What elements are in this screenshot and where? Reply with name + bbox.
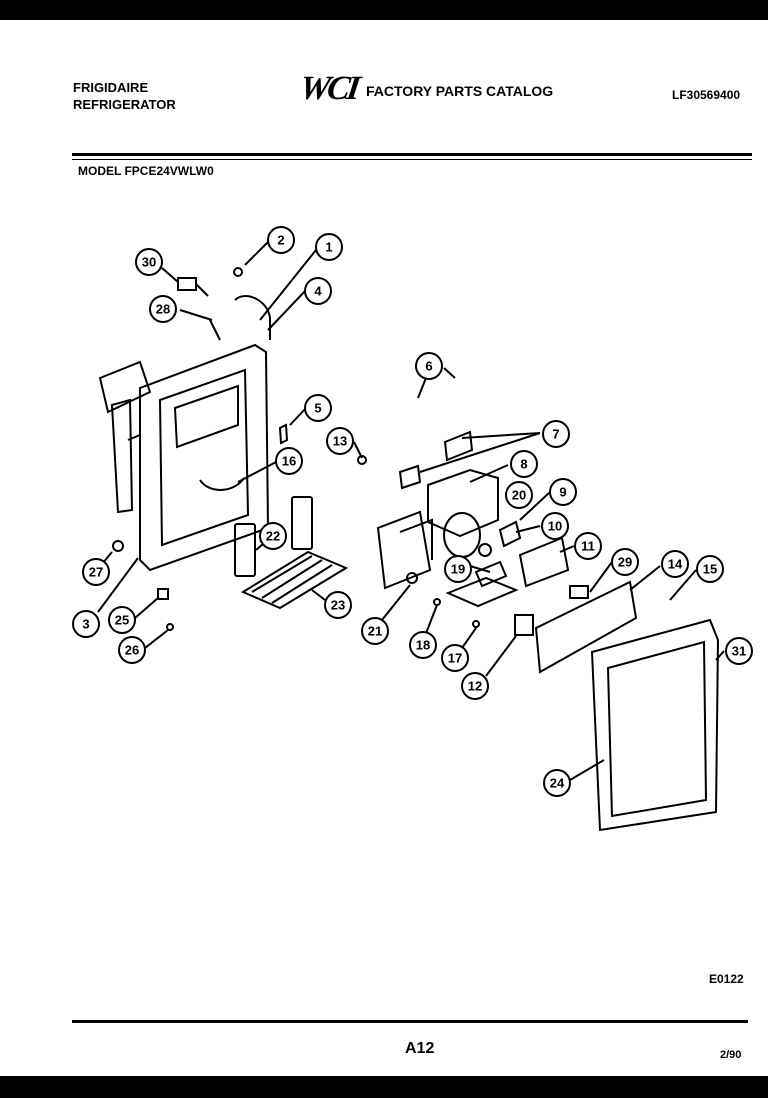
svg-text:20: 20	[512, 488, 526, 503]
callout-12: 12	[461, 672, 489, 700]
header-rule-thick	[72, 153, 752, 156]
svg-text:23: 23	[331, 598, 345, 613]
callout-27: 27	[82, 558, 110, 586]
callout-3: 3	[72, 610, 100, 638]
callout-6: 6	[415, 352, 443, 380]
svg-text:26: 26	[125, 643, 139, 658]
dispenser-housing	[98, 295, 271, 572]
header-rule-thin	[72, 159, 752, 160]
bottom-scan-band	[0, 1076, 768, 1098]
callout-7: 7	[542, 420, 570, 448]
callout-15: 15	[696, 555, 724, 583]
callout-16: 16	[275, 447, 303, 475]
callout-2: 2	[267, 226, 295, 254]
svg-text:10: 10	[548, 519, 562, 534]
callout-20: 20	[505, 481, 533, 509]
callout-8: 8	[510, 450, 538, 478]
callout-31: 31	[725, 637, 753, 665]
svg-text:25: 25	[115, 613, 129, 628]
drip-tray-assembly	[234, 496, 349, 610]
callout-26: 26	[118, 636, 146, 664]
leader-lines	[96, 239, 725, 781]
svg-text:22: 22	[266, 529, 280, 544]
svg-text:14: 14	[668, 557, 683, 572]
callout-22: 22	[259, 522, 287, 550]
svg-text:27: 27	[89, 565, 103, 580]
catalog-date: 2/90	[720, 1049, 742, 1061]
callout-28: 28	[149, 295, 177, 323]
brand-name: FRIGIDAIRE	[73, 80, 149, 95]
ice-door-motor-assembly	[376, 430, 570, 608]
svg-text:4: 4	[314, 284, 322, 299]
callout-1: 1	[315, 233, 343, 261]
page-number: A12	[405, 1040, 435, 1057]
svg-text:19: 19	[451, 562, 465, 577]
door-frame-assembly	[590, 618, 720, 832]
callout-13: 13	[326, 427, 354, 455]
callout-14: 14	[661, 550, 689, 578]
svg-text:2: 2	[277, 233, 284, 248]
svg-text:21: 21	[368, 624, 382, 639]
callout-18: 18	[409, 631, 437, 659]
callout-11: 11	[574, 532, 602, 560]
svg-text:30: 30	[142, 255, 156, 270]
callout-9: 9	[549, 478, 577, 506]
svg-text:31: 31	[732, 644, 746, 659]
svg-text:12: 12	[468, 679, 482, 694]
callout-10: 10	[541, 512, 569, 540]
svg-text:24: 24	[550, 776, 565, 791]
callout-29: 29	[611, 548, 639, 576]
callout-24: 24	[543, 769, 571, 797]
callout-30: 30	[135, 248, 163, 276]
svg-text:8: 8	[520, 457, 527, 472]
catalog-number: LF30569400	[672, 88, 741, 102]
callout-19: 19	[444, 555, 472, 583]
callout-4: 4	[304, 277, 332, 305]
svg-text:6: 6	[425, 359, 432, 374]
svg-text:9: 9	[559, 485, 566, 500]
svg-text:29: 29	[618, 555, 632, 570]
callout-21: 21	[361, 617, 389, 645]
svg-text:1: 1	[325, 240, 332, 255]
svg-text:13: 13	[333, 434, 347, 449]
callout-17: 17	[441, 644, 469, 672]
callout-23: 23	[324, 591, 352, 619]
svg-text:16: 16	[282, 454, 296, 469]
top-scan-band	[0, 0, 768, 20]
drawing-code: E0122	[709, 972, 744, 986]
callout-25: 25	[108, 606, 136, 634]
svg-text:17: 17	[448, 651, 462, 666]
model-line: MODEL FPCE24VWLW0	[78, 164, 214, 178]
svg-text:7: 7	[552, 427, 559, 442]
svg-text:18: 18	[416, 638, 430, 653]
svg-text:11: 11	[581, 539, 595, 554]
svg-text:5: 5	[314, 401, 321, 416]
svg-text:3: 3	[82, 617, 89, 632]
svg-text:28: 28	[156, 302, 170, 317]
svg-text:15: 15	[703, 562, 717, 577]
callout-5: 5	[304, 394, 332, 422]
footer-rule	[72, 1020, 748, 1023]
product-type: REFRIGERATOR	[73, 97, 176, 112]
catalog-title: FACTORY PARTS CATALOG	[366, 83, 554, 99]
control-panel-assembly	[433, 580, 638, 674]
